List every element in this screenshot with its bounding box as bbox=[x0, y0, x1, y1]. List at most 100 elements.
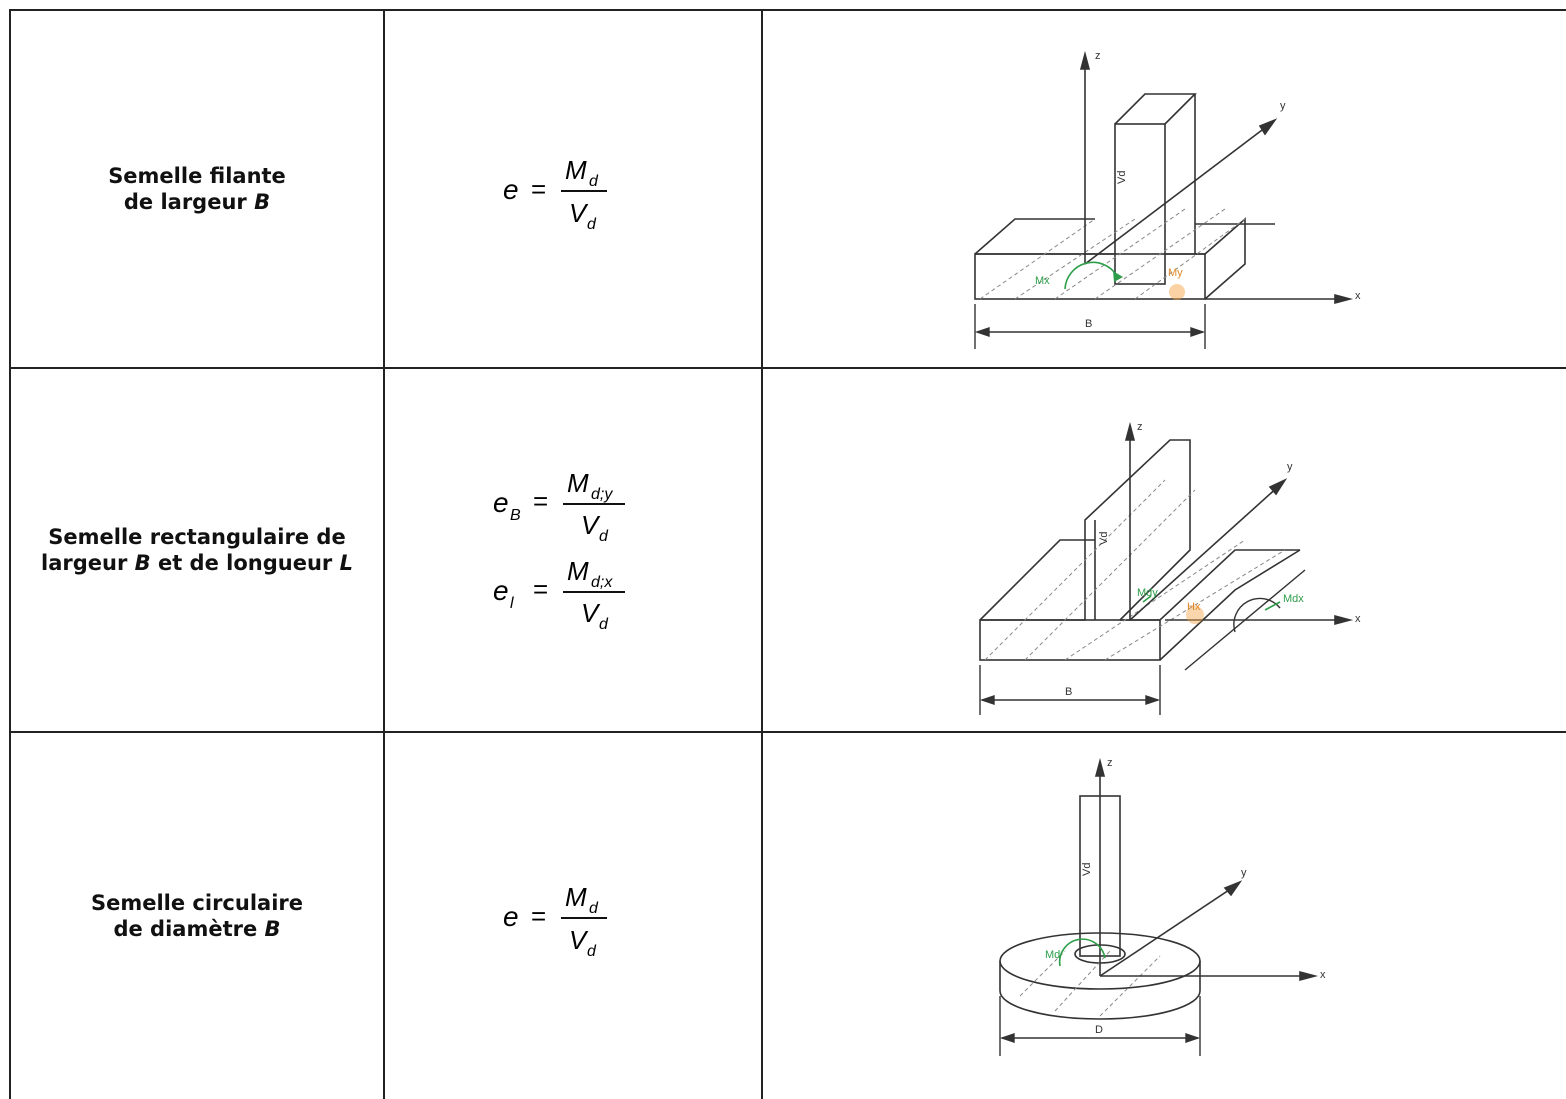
moment-green-label: Mx bbox=[1035, 275, 1050, 287]
row2-formula-cell: e B = M d;y V d e l = M d;x V d bbox=[385, 369, 763, 733]
row2-label-line2-mid: et de longueur bbox=[150, 551, 340, 575]
x-axis-label: x bbox=[1355, 613, 1361, 625]
x-arrow-icon bbox=[1298, 970, 1318, 982]
moment-arc bbox=[1232, 597, 1281, 633]
slab-back-left bbox=[973, 218, 1095, 255]
row3-formula-den: V bbox=[569, 925, 589, 955]
dimension-label: B bbox=[1065, 686, 1072, 698]
force-label: Vd bbox=[1116, 171, 1128, 184]
row1-formula-num-sub: d bbox=[589, 173, 599, 190]
y-axis-label: y bbox=[1241, 867, 1247, 879]
row3-formula-num-sub: d bbox=[589, 900, 599, 917]
dimension-label: B bbox=[1085, 318, 1092, 330]
row2-formula2-den: V bbox=[581, 598, 601, 628]
column-front bbox=[1113, 123, 1166, 285]
slab-side bbox=[998, 961, 1201, 1020]
moment-green-arc bbox=[1063, 261, 1118, 290]
eccentricity-table: Semelle filante de largeur B e = M d V d bbox=[9, 9, 1566, 1099]
moment-orange-marker bbox=[1185, 606, 1204, 624]
slab-right-top bbox=[1119, 549, 1300, 621]
moment-orange-label: My bbox=[1168, 267, 1183, 279]
z-axis-label: z bbox=[1137, 421, 1143, 433]
row1-formula-eq: = bbox=[531, 174, 546, 204]
y-axis bbox=[1128, 484, 1281, 621]
row3-figure-cell: z y x Vd Md D bbox=[763, 733, 1566, 1099]
x-axis-label: x bbox=[1355, 290, 1361, 302]
y-axis bbox=[1084, 123, 1270, 265]
row2-formula1-num: M bbox=[567, 468, 589, 498]
row2-formula2-den-sub: d bbox=[599, 616, 609, 633]
row2-formula2-eq: = bbox=[533, 574, 548, 604]
row1-formula-num: M bbox=[565, 155, 587, 185]
force-label: Vd bbox=[1098, 532, 1110, 545]
slab-front bbox=[978, 619, 1161, 661]
slab-end bbox=[1203, 217, 1246, 300]
row3-label-line2: de diamètre bbox=[113, 917, 265, 941]
z-arrow-icon bbox=[1079, 50, 1090, 70]
dimension-line-diagonal bbox=[1184, 569, 1305, 671]
row2-label-var1: B bbox=[134, 551, 151, 575]
z-axis-label: z bbox=[1107, 757, 1113, 769]
row1-formula-den-sub: d bbox=[587, 216, 597, 233]
moment-orange-label: Hx bbox=[1187, 601, 1201, 613]
column-outline bbox=[979, 439, 1191, 621]
x-arrow-icon bbox=[1333, 614, 1353, 626]
circular-footing-figure: z y x Vd Md D bbox=[998, 757, 1326, 1056]
row2-formula2-num: M bbox=[567, 556, 589, 586]
row2-formula1-den-sub: d bbox=[599, 528, 609, 545]
row1-formula-cell: e = M d V d bbox=[385, 11, 763, 369]
row2-formula1-lhs-sub: B bbox=[510, 507, 521, 524]
z-arrow-icon bbox=[1094, 757, 1105, 777]
row2-label: Semelle rectangulaire de largeur B et de… bbox=[41, 524, 353, 577]
row2-formula2-lhs: e bbox=[493, 575, 509, 606]
row1-formula-lhs: e bbox=[503, 174, 519, 205]
row3-label-cell: Semelle circulaire de diamètre B bbox=[11, 733, 385, 1099]
row3-formula-num: M bbox=[565, 882, 587, 912]
row2-label-cell: Semelle rectangulaire de largeur B et de… bbox=[11, 369, 385, 733]
row2-label-line2-prefix: largeur bbox=[41, 551, 135, 575]
row1-formula-den: V bbox=[569, 198, 589, 228]
column-top bbox=[1113, 93, 1197, 125]
row1-formula: e = M d V d bbox=[503, 155, 607, 233]
force-label: Vd bbox=[1081, 863, 1093, 876]
row3-formula-den-sub: d bbox=[587, 943, 597, 960]
row3-label: Semelle circulaire de diamètre B bbox=[91, 890, 303, 943]
rectangular-footing-figure: z y x Vd Mdy Hx Mdx B bbox=[978, 421, 1361, 715]
moment-green-arc bbox=[1058, 938, 1106, 967]
moment-green-arrow-icon bbox=[1112, 271, 1123, 282]
y-arrow-icon bbox=[1223, 880, 1242, 897]
row2-formula1-lhs: e bbox=[493, 487, 509, 518]
row1-figure-cell: z y x Vd Mx My B bbox=[763, 11, 1566, 369]
moment-green1-label: Mdy bbox=[1137, 587, 1158, 599]
row1-label-cell: Semelle filante de largeur B bbox=[11, 11, 385, 369]
moment-orange-marker bbox=[1168, 284, 1185, 300]
row2-label-line1: Semelle rectangulaire de bbox=[48, 524, 346, 549]
row2-formula1-num-sub: d;y bbox=[591, 486, 613, 503]
y-arrow-icon bbox=[1258, 118, 1277, 136]
row2-figure-cell: z y x Vd Mdy Hx Mdx B bbox=[763, 369, 1566, 733]
row2-formula1-den: V bbox=[581, 510, 601, 540]
row3-formula: e = M d V d bbox=[503, 882, 607, 960]
slab-front bbox=[973, 253, 1206, 300]
strip-footing-figure: z y x Vd Mx My B bbox=[973, 50, 1361, 349]
row2-formulas: e B = M d;y V d e l = M d;x V d bbox=[493, 468, 625, 633]
row2-formula1-eq: = bbox=[533, 486, 548, 516]
dimension-label: D bbox=[1095, 1024, 1103, 1036]
y-arrow-icon bbox=[1268, 478, 1287, 496]
row2-formula2-lhs-sub: l bbox=[510, 595, 514, 612]
y-axis-label: y bbox=[1287, 461, 1293, 473]
row1-label-line2: de largeur bbox=[123, 190, 255, 214]
row2-label-var2: L bbox=[339, 551, 353, 575]
row1-label-var: B bbox=[254, 190, 271, 214]
row2-formula2-num-sub: d;x bbox=[591, 574, 613, 591]
row1-label: Semelle filante de largeur B bbox=[108, 163, 286, 216]
y-axis bbox=[1099, 885, 1235, 977]
y-axis-label: y bbox=[1280, 100, 1286, 112]
row3-label-line1: Semelle circulaire bbox=[90, 890, 303, 915]
slab-right-side bbox=[1158, 549, 1300, 661]
x-axis-label: x bbox=[1320, 969, 1326, 981]
moment-green2-label: Mdx bbox=[1283, 593, 1304, 605]
row1-label-line1: Semelle filante bbox=[108, 163, 286, 188]
row3-formula-eq: = bbox=[531, 901, 546, 931]
moment-green-label: Md bbox=[1045, 949, 1060, 961]
